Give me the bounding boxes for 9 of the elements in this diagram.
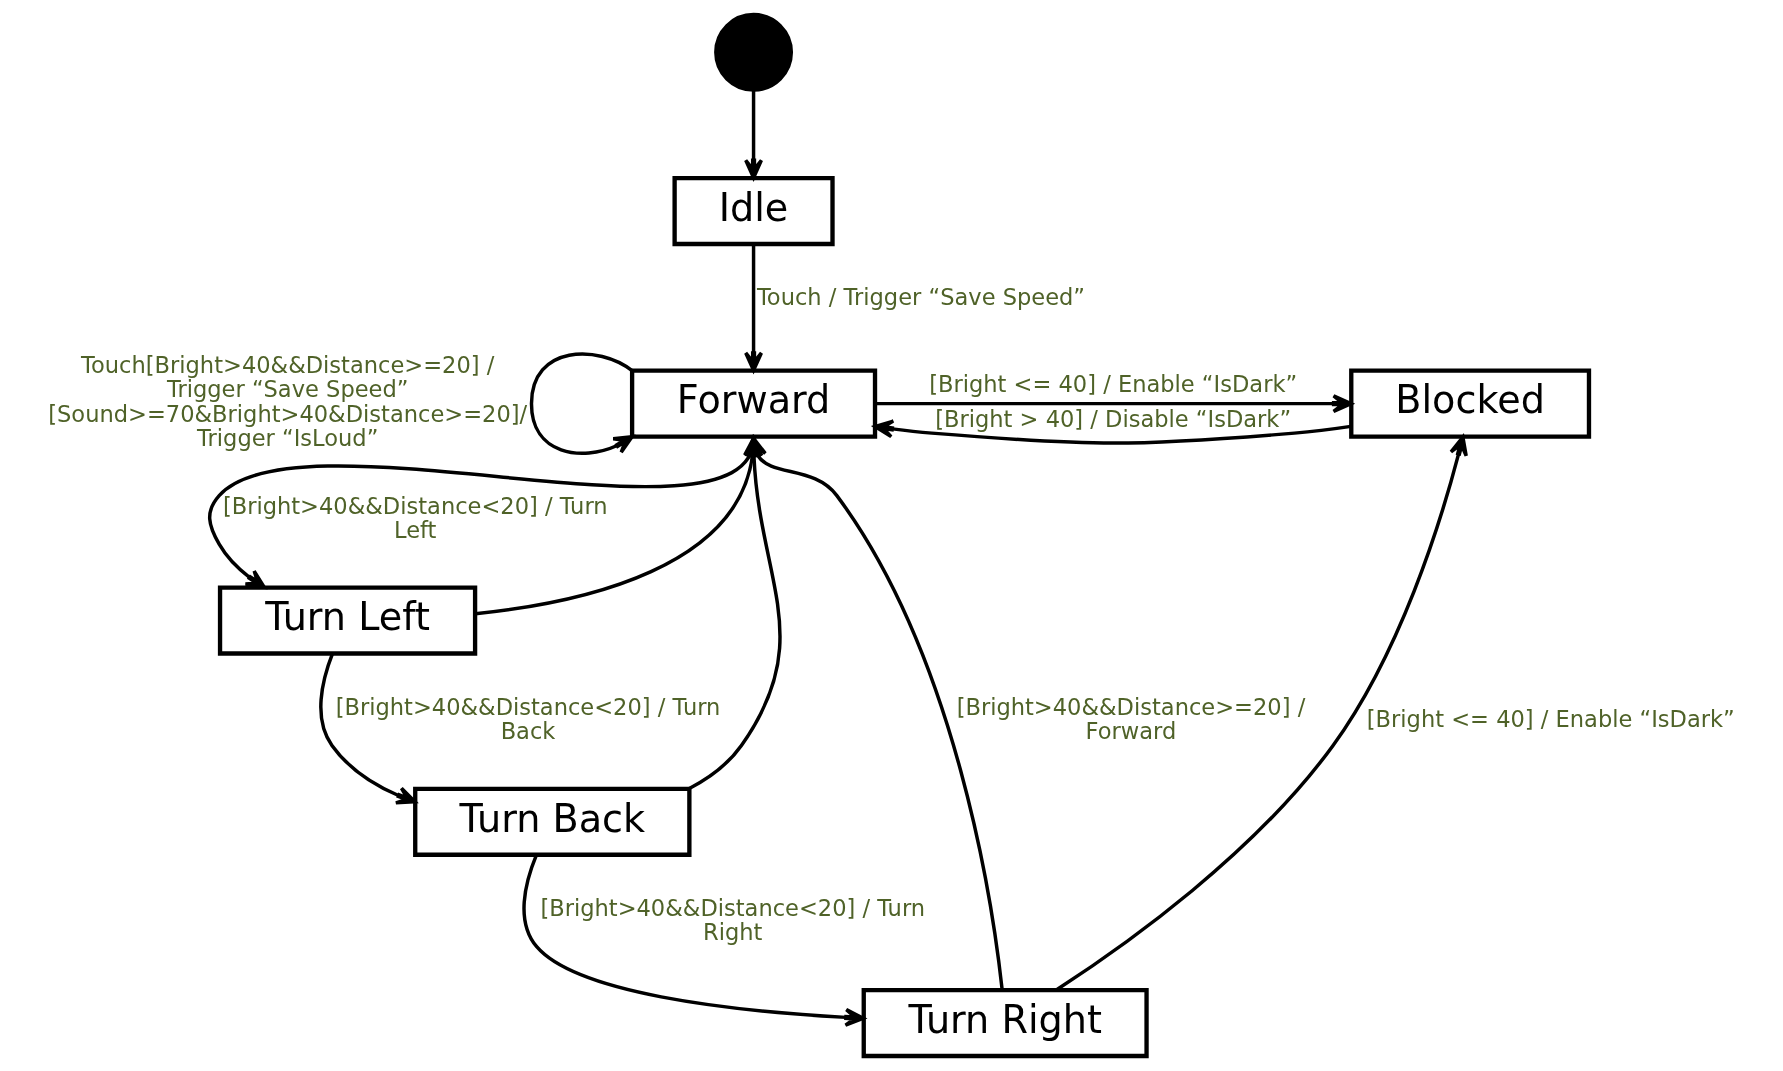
edge-label: [Bright > 40] / Disable “IsDark”	[935, 405, 1292, 432]
edge-label: [Bright <= 40] / Enable “IsDark”	[929, 371, 1298, 398]
edge-label: [Bright>40&&Distance<20] / Turn Left	[222, 492, 608, 543]
edge-label: Touch[Bright>40&&Distance>=20] / Trigger “Save Speed” [Sound>=70&Bright>40&Distance>=20]/ Trigger “IsLoud”	[48, 352, 528, 451]
edge-label: [Bright>40&&Distance<20] / Turn Right	[540, 895, 926, 946]
edge-label: [Bright <= 40] / Enable “IsDark”	[1366, 706, 1735, 733]
edge-label: Touch / Trigger “Save Speed”	[756, 284, 1086, 311]
edge-label: [Bright>40&&Distance>=20] / Forward	[956, 693, 1306, 745]
edge-label: [Bright>40&&Distance<20] / Turn Back	[335, 693, 721, 745]
